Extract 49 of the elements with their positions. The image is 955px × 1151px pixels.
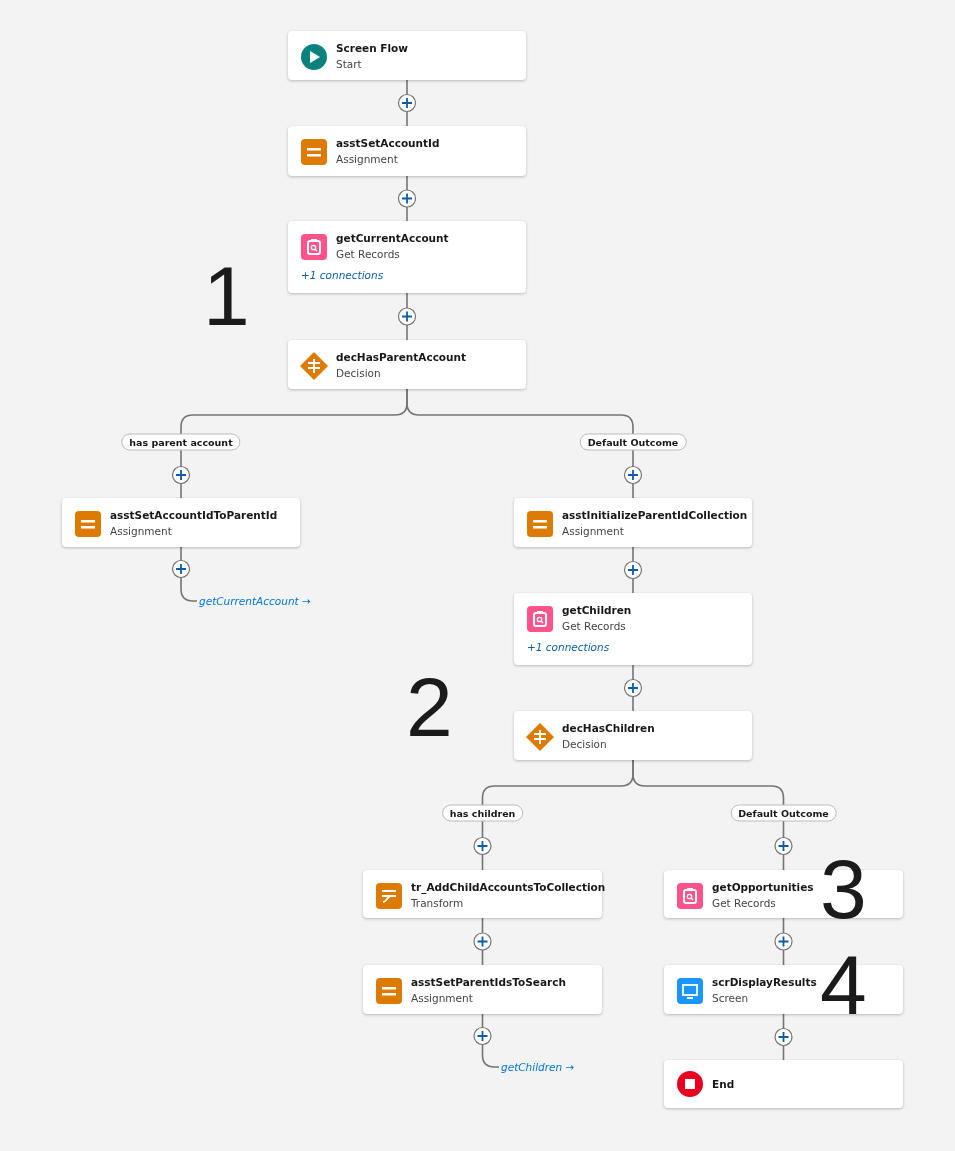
element-type: Assignment [562, 525, 624, 537]
callout-number: 4 [820, 943, 867, 1027]
element-name: getChildren [562, 604, 632, 616]
element-name: getCurrentAccount [336, 232, 449, 244]
flow-element-card [288, 31, 526, 80]
element-type: Decision [562, 738, 607, 750]
callout-number: 3 [820, 847, 867, 931]
element-name: scrDisplayResults [712, 976, 817, 988]
element-type: Assignment [110, 525, 172, 537]
flow-element-card [288, 340, 526, 389]
element-type: Get Records [562, 620, 626, 632]
element-name: asstSetAccountIdToParentId [110, 509, 278, 521]
flow-element-card [514, 711, 752, 760]
element-name: tr_AddChildAccountsToCollection [411, 881, 606, 893]
outcome-label: Default Outcome [730, 804, 837, 822]
flow-element-card [62, 498, 300, 547]
outcome-label: has children [441, 804, 524, 822]
element-type: Assignment [336, 153, 398, 165]
connections-link: +1 connections [527, 641, 610, 653]
outcome-label: Default Outcome [579, 433, 687, 451]
flow-element-card [514, 498, 752, 547]
element-type: Screen [712, 992, 749, 1004]
element-type: Assignment [411, 992, 473, 1004]
element-type: Decision [336, 367, 381, 379]
connector-line [406, 388, 634, 499]
element-type: Start [336, 58, 362, 70]
outcome-label: has parent account [121, 433, 241, 451]
flow-element-card [288, 221, 526, 293]
connections-link: +1 connections [301, 269, 384, 281]
element-type: Get Records [712, 897, 776, 909]
element-name: getOpportunities [712, 881, 814, 893]
callout-number: 2 [406, 665, 453, 749]
connector-line [632, 759, 785, 871]
goto-link: getCurrentAccount → [197, 595, 313, 607]
goto-link: getChildren → [499, 1061, 577, 1073]
element-type: Transform [411, 897, 464, 909]
element-name: End [712, 1077, 735, 1090]
flow-element-card [363, 965, 602, 1014]
flow-element-card [288, 126, 526, 176]
element-name: decHasChildren [562, 722, 655, 734]
element-type: Get Records [336, 248, 400, 260]
element-name: asstSetParentIdsToSearch [411, 976, 566, 988]
callout-number: 1 [203, 254, 250, 338]
element-name: asstSetAccountId [336, 137, 440, 149]
element-name: Screen Flow [336, 42, 409, 54]
flow-element-card [514, 593, 752, 665]
element-name: asstInitializeParentIdCollection [562, 509, 748, 521]
element-name: decHasParentAccount [336, 351, 467, 363]
flow-element-card [664, 1060, 903, 1108]
